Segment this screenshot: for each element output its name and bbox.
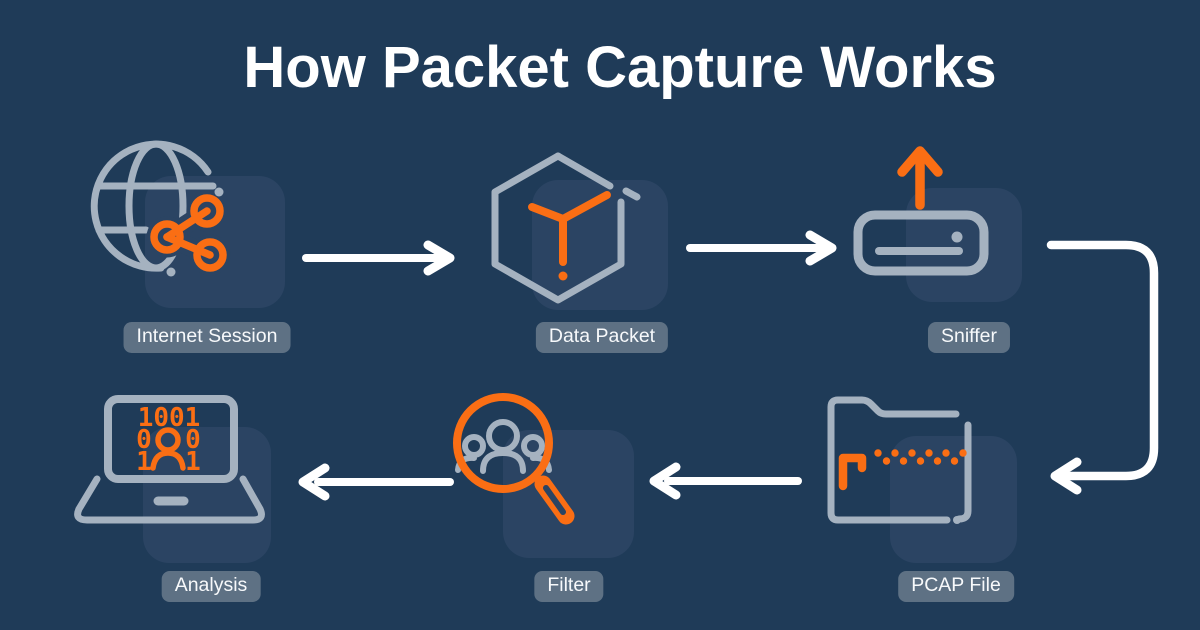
- arrow-internet-to-packet: [302, 240, 455, 276]
- cube-accent-dot: [558, 271, 568, 281]
- binary-row3-left: 1: [136, 447, 152, 477]
- magnifier-icon: [453, 393, 575, 525]
- binary-row2-left: 0: [136, 425, 152, 455]
- label-sniffer: Sniffer: [927, 322, 1011, 354]
- arrow-sniffer-to-pcap: [1046, 240, 1159, 495]
- router-led-dot: [951, 231, 963, 243]
- cube-inner-edges: [528, 191, 611, 266]
- flow-arrows: [298, 230, 1159, 501]
- arrow-packet-to-sniffer: [686, 230, 837, 266]
- backdrop-filter: [503, 430, 634, 558]
- label-data-packet: Data Packet: [535, 322, 669, 354]
- backdrop-pcap-file: [890, 436, 1017, 563]
- zipper-teeth: [874, 449, 967, 465]
- folder-accent-dot: [953, 516, 961, 524]
- upload-arrow-icon: [897, 146, 943, 210]
- binary-row3-right: 1: [185, 447, 201, 477]
- globe-icon: [90, 140, 217, 272]
- label-analysis: Analysis: [161, 571, 261, 603]
- globe-accent-dots: [166, 187, 224, 277]
- laptop-icon: [74, 395, 265, 524]
- label-filter: Filter: [534, 571, 604, 603]
- zipper-icon: [838, 449, 967, 491]
- share-nodes-icon: [146, 190, 231, 276]
- arrow-filter-to-analysis: [298, 463, 454, 501]
- cube-icon: [491, 152, 641, 304]
- backdrop-analysis: [143, 427, 271, 563]
- label-pcap-file: PCAP File: [898, 571, 1014, 603]
- binary-person-icon: 1001 0 0 1 1: [136, 403, 201, 477]
- router-icon: [853, 210, 989, 276]
- icon-backdrops: [143, 176, 1022, 563]
- binary-row2-right: 0: [185, 425, 201, 455]
- label-internet-session: Internet Session: [123, 322, 291, 354]
- arrow-pcap-to-filter: [649, 462, 802, 500]
- page-title: How Packet Capture Works: [243, 35, 997, 100]
